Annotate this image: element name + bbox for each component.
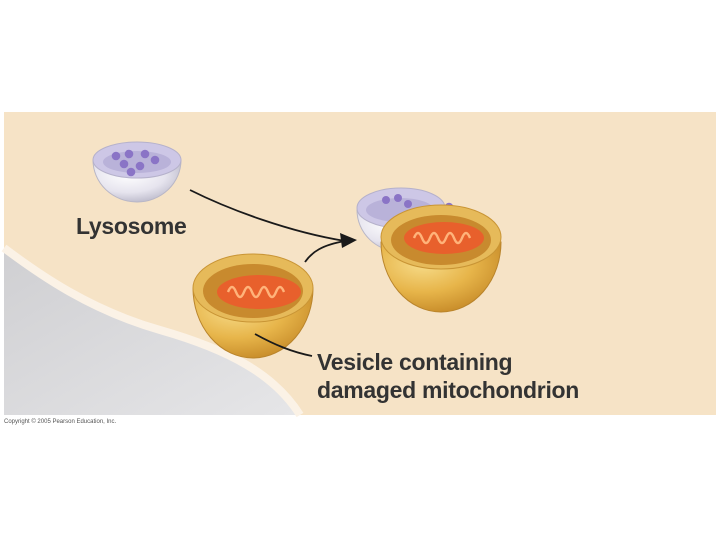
vesicle-shape (192, 253, 314, 359)
engulfed-mitochondrion (404, 222, 484, 254)
vesicle-label: Vesicle containing damaged mitochondrion (317, 348, 579, 404)
vesicle-label-line2: damaged mitochondrion (317, 377, 580, 403)
lysosome-arrow (189, 189, 346, 242)
membrane-edge (1, 244, 304, 418)
arrowhead-icon (340, 233, 357, 248)
damaged-mitochondrion (217, 275, 301, 309)
vesicle-label-line1: Vesicle containing (317, 349, 513, 375)
vesicle-arrow (304, 240, 346, 263)
lysosome-label: Lysosome (76, 213, 187, 239)
lysosome-shape (92, 141, 182, 203)
copyright-notice: Copyright © 2005 Pearson Education, Inc. (4, 419, 117, 425)
fused-vesicle (380, 204, 502, 313)
fusion-arrows (189, 189, 346, 357)
vesicle-leader-line (254, 333, 313, 357)
